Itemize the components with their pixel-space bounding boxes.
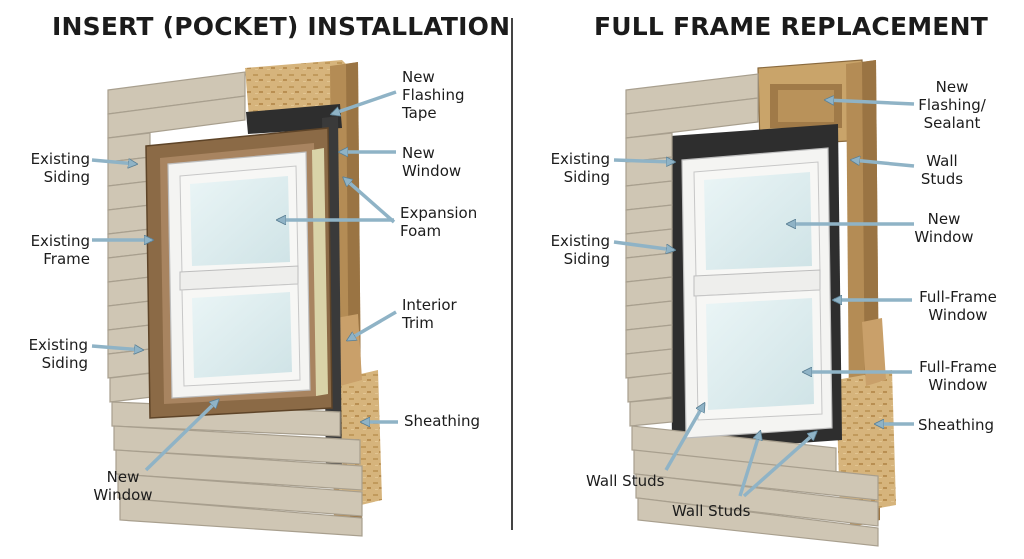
left-flashing-tape — [246, 104, 342, 134]
left-expansion-foam — [312, 148, 328, 396]
right-upper-glass — [704, 172, 812, 270]
right-panel-title: FULL FRAME REPLACEMENT — [594, 12, 988, 41]
label-existing-siding-r1: Existing Siding — [550, 150, 610, 186]
right-arrows — [613, 100, 915, 498]
label-full-frame-window-1: Full-Frame Window — [919, 288, 997, 324]
arrow-new-window-bottom — [144, 400, 218, 472]
label-sheathing-left: Sheathing — [404, 412, 481, 430]
arrow-existing-siding-r1 — [613, 160, 674, 162]
label-existing-siding-bottom: Existing Siding — [28, 336, 88, 372]
arrow-wall-studs-top — [852, 160, 915, 168]
arrow-flashing-tape — [332, 90, 397, 114]
right-trim — [862, 318, 886, 386]
label-wall-studs-left: Wall Studs — [586, 472, 665, 490]
label-full-frame-window-2: Full-Frame Window — [919, 358, 997, 394]
label-expansion-foam: Expansion Foam — [400, 204, 478, 240]
label-existing-siding-r2: Existing Siding — [550, 232, 610, 268]
arrow-wall-studs-left — [664, 404, 706, 471]
label-new-flashing-sealant: New Flashing/ Sealant — [918, 78, 986, 132]
panel-divider — [511, 18, 513, 530]
right-header-cavity-inner — [778, 90, 834, 122]
arrow-existing-siding-top — [91, 158, 136, 164]
arrow-existing-siding-r2 — [613, 240, 674, 250]
label-new-window-bottom: New Window — [93, 468, 153, 504]
right-lower-glass — [706, 298, 814, 410]
right-wall-section — [625, 59, 896, 547]
left-panel-title: INSERT (POCKET) INSTALLATION — [52, 12, 511, 41]
label-existing-frame: Existing Frame — [30, 232, 90, 268]
left-arrows — [91, 90, 398, 472]
left-wall-section — [107, 60, 382, 537]
arrow-foam-2 — [344, 178, 396, 224]
left-upper-glass — [190, 176, 290, 266]
label-new-flashing-tape: New Flashing Tape — [402, 68, 465, 122]
arrow-wall-studs-b2 — [742, 432, 816, 498]
label-sheathing-right: Sheathing — [918, 416, 995, 434]
arrow-flashing-sealant — [826, 100, 915, 106]
label-wall-studs-bottom: Wall Studs — [672, 502, 751, 520]
arrow-wall-studs-b1 — [738, 432, 760, 497]
label-wall-studs-top: Wall Studs — [920, 152, 964, 188]
label-new-window-top: New Window — [402, 144, 462, 180]
arrow-existing-siding-bottom — [91, 344, 142, 350]
left-lower-glass — [192, 292, 292, 378]
arrow-interior-trim — [348, 310, 397, 342]
label-interior-trim: Interior Trim — [402, 296, 457, 332]
right-siding — [625, 73, 879, 547]
label-existing-siding-top: Existing Siding — [30, 150, 90, 186]
label-new-window-right: New Window — [914, 210, 974, 246]
